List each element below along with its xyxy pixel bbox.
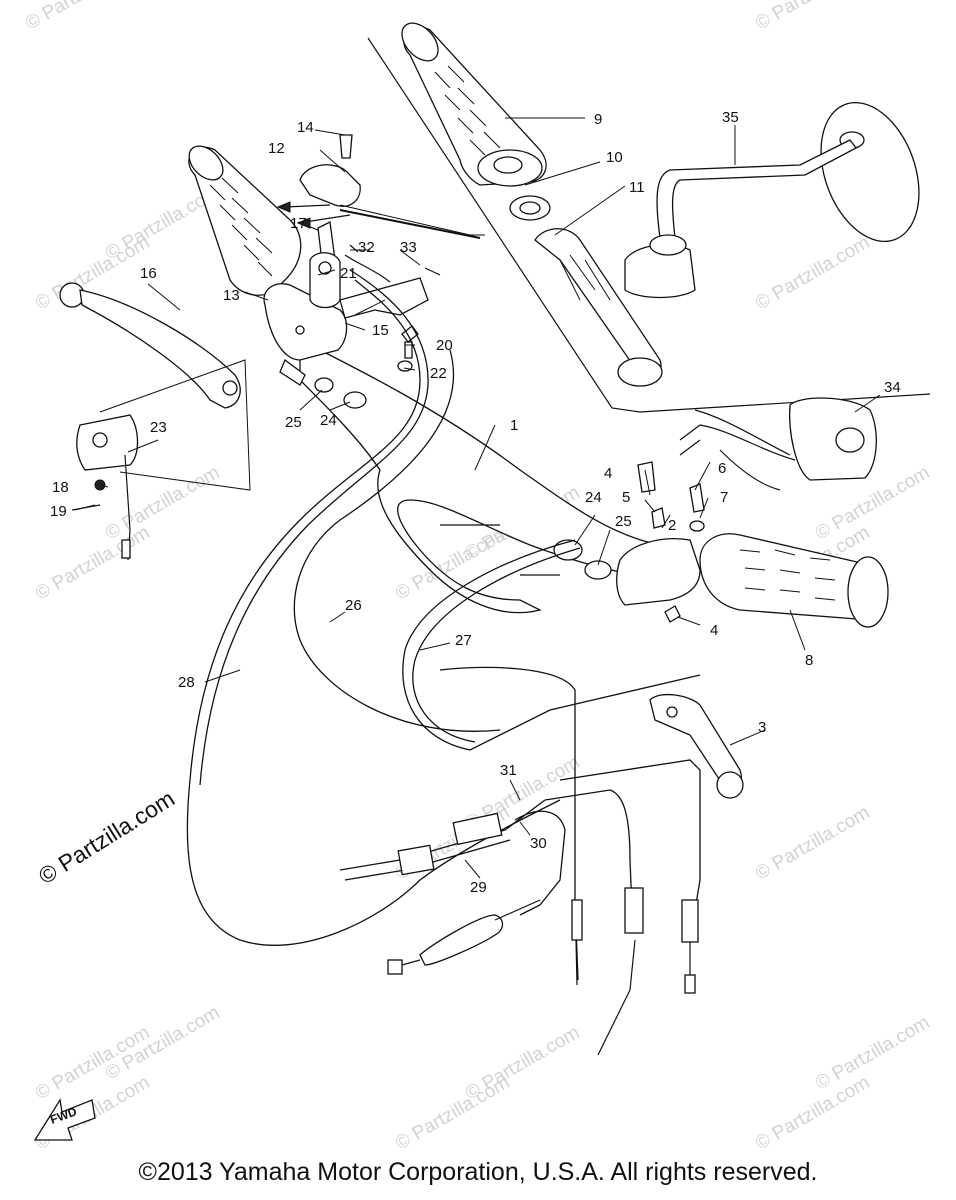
callout-26: 26 [345, 597, 362, 614]
callout-20: 20 [436, 337, 453, 354]
copyright-notice: ©2013 Yamaha Motor Corporation, U.S.A. A… [138, 1158, 818, 1186]
callout-11: 11 [629, 179, 645, 196]
callout-32: 32 [358, 239, 375, 256]
callout-33: 33 [400, 239, 417, 256]
throttle-housing [299, 134, 361, 309]
brake-lever [649, 693, 744, 799]
switch-outline [99, 359, 251, 491]
callout-23: 23 [150, 419, 167, 436]
callout-21: 21 [340, 265, 357, 282]
callout-16: 16 [140, 265, 157, 282]
right-lever-holder [553, 461, 705, 623]
callout-35: 35 [722, 109, 739, 126]
leader-lines [74, 117, 881, 879]
callout-19: 19 [50, 503, 67, 520]
watermark: © Partzilla.com [22, 0, 143, 34]
small-parts-left [314, 325, 419, 409]
callout-24: 24 [320, 412, 337, 429]
watermark: © Partzilla.com [752, 1072, 873, 1154]
callout-10: 10 [606, 149, 623, 166]
callout-15: 15 [372, 322, 389, 339]
watermark: © Partzilla.com [812, 1012, 933, 1094]
cables [186, 269, 701, 1056]
left-grip [188, 145, 302, 296]
callout-29: 29 [470, 879, 487, 896]
callout-2: 2 [668, 517, 676, 534]
watermark: © Partzilla.com [102, 462, 223, 544]
callout-18: 18 [52, 479, 69, 496]
callout-27: 27 [455, 632, 472, 649]
callout-3: 3 [758, 719, 766, 736]
inset-border [367, 37, 931, 413]
watermark: © Partzilla.com [752, 802, 873, 884]
watermark-main: © Partzilla.com [34, 785, 179, 889]
callout-7: 7 [720, 489, 728, 506]
left-switch [71, 414, 139, 561]
callout-4: 4 [604, 465, 612, 482]
assembly-arrows [276, 201, 481, 239]
mirror [624, 101, 920, 299]
watermark: © Partzilla.com [32, 522, 153, 604]
callout-12: 12 [268, 140, 285, 157]
callout-6: 6 [718, 460, 726, 477]
callout-5: 5 [622, 489, 630, 506]
callout-25: 25 [615, 513, 632, 530]
clutch-lever [59, 282, 241, 409]
callout-22: 22 [430, 365, 447, 382]
callout-labels: 1 2 3 4 4 5 6 7 8 9 10 11 12 13 14 15 16… [50, 109, 901, 896]
bracket [339, 244, 441, 319]
callout-14: 14 [297, 119, 314, 136]
callout-28: 28 [178, 674, 195, 691]
handlebar [299, 338, 671, 614]
right-switch [679, 397, 877, 491]
callout-13: 13 [223, 287, 240, 304]
inset-grip [401, 22, 663, 387]
watermark: © Partzilla.com [462, 1022, 583, 1104]
watermark: © Partzilla.com [752, 0, 873, 34]
callout-24: 24 [585, 489, 602, 506]
callout-30: 30 [530, 835, 547, 852]
watermark: © Partzilla.com [752, 232, 873, 314]
callout-25: 25 [285, 414, 302, 431]
fwd-arrow: FWD [33, 1098, 96, 1141]
callout-9: 9 [594, 111, 602, 128]
left-lever-holder [263, 283, 348, 386]
callout-4: 4 [710, 622, 718, 639]
callout-8: 8 [805, 652, 813, 669]
callout-34: 34 [884, 379, 901, 396]
callout-1: 1 [510, 417, 518, 434]
callout-17: 17 [290, 215, 307, 232]
callout-31: 31 [500, 762, 517, 779]
right-grip [699, 533, 889, 628]
